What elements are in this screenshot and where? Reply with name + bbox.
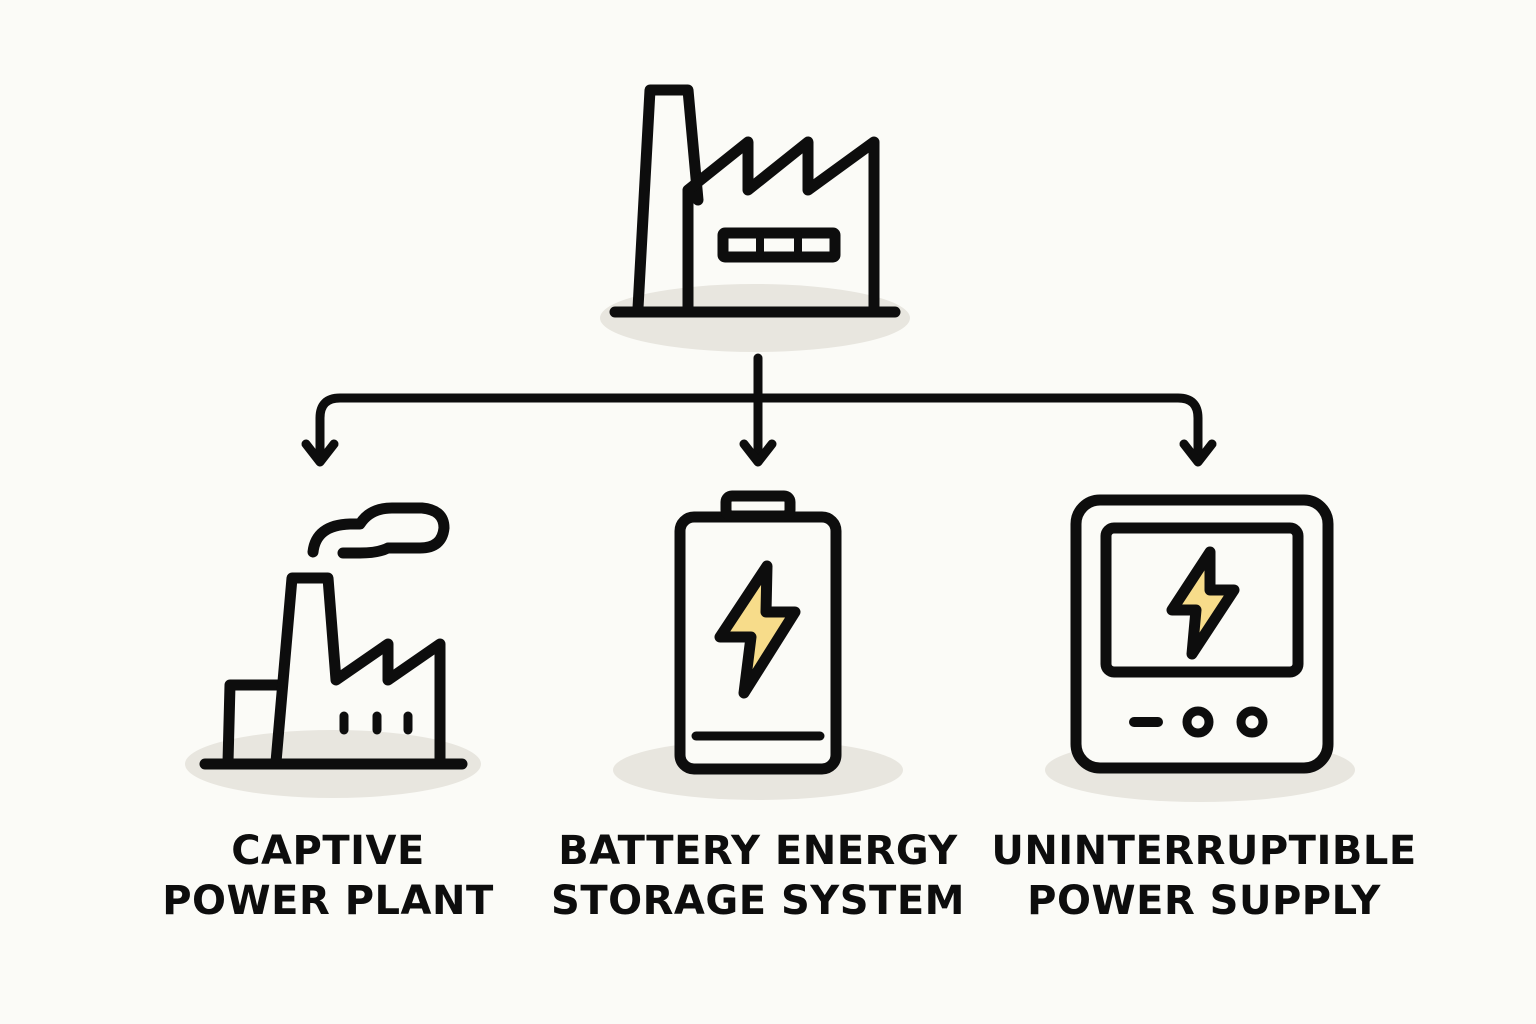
- factory-icon: [600, 84, 910, 352]
- label-battery-energy-storage-system: BATTERY ENERGY STORAGE SYSTEM: [528, 826, 988, 926]
- label-line: POWER SUPPLY: [1027, 878, 1381, 924]
- label-line: UNINTERRUPTIBLE: [991, 828, 1417, 874]
- arrowhead-right: [1179, 439, 1217, 467]
- battery-terminal: [720, 490, 796, 522]
- branch-bar: [315, 393, 1203, 465]
- ups-icon: [1045, 494, 1355, 802]
- small-building: [222, 679, 286, 768]
- ups-button-1: [1182, 706, 1214, 738]
- label-line: POWER PLANT: [162, 878, 494, 924]
- label-uninterruptible-power-supply: UNINTERRUPTIBLE POWER SUPPLY: [974, 826, 1434, 926]
- ups-screen: [1100, 522, 1304, 678]
- arrowhead-left: [301, 439, 339, 467]
- factory-window-strip: [717, 227, 841, 263]
- factory-chimney: [632, 84, 704, 314]
- factory-building: [682, 136, 880, 314]
- power-plant-icon: [185, 502, 481, 798]
- label-line: BATTERY ENERGY: [558, 828, 958, 874]
- smoke-cloud: [307, 502, 450, 559]
- bolt-icon: [714, 560, 801, 699]
- branch-connector: [301, 353, 1217, 467]
- label-captive-power-plant: CAPTIVE POWER PLANT: [98, 826, 558, 926]
- arrowhead-center: [739, 439, 777, 467]
- ups-button-2: [1236, 706, 1268, 738]
- label-line: STORAGE SYSTEM: [551, 878, 965, 924]
- plant-chimney: [270, 572, 446, 768]
- label-line: CAPTIVE: [231, 828, 425, 874]
- factory-shadow: [600, 284, 910, 352]
- battery-icon: [613, 490, 903, 800]
- ups-bolt-icon: [1166, 546, 1240, 660]
